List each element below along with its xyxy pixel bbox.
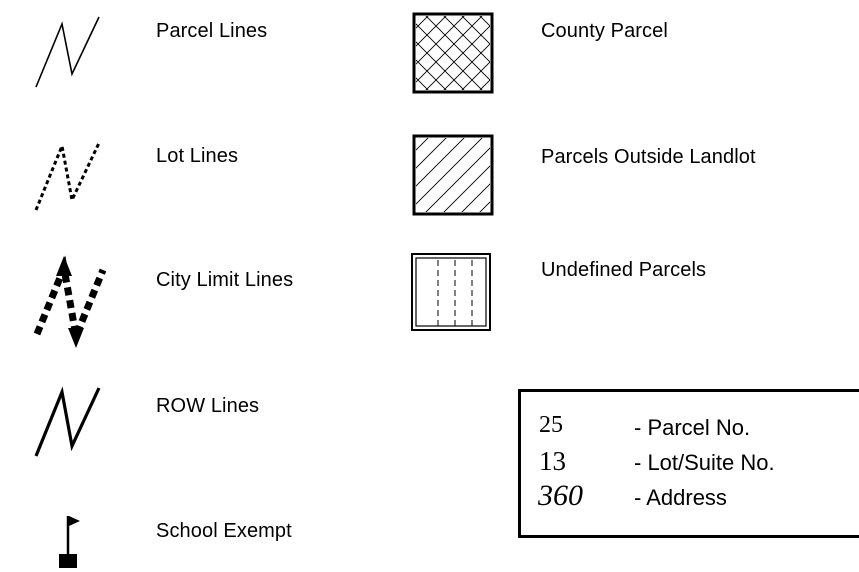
lot-suite-number-description: - Lot/Suite No. [634, 450, 775, 475]
flag-icon [59, 516, 80, 568]
lot-lines-label: Lot Lines [156, 145, 239, 167]
solid-zigzag-line-icon [35, 16, 100, 88]
diagonal-hatch-box-icon [412, 134, 494, 216]
parcel-number-sample: 25 [539, 412, 563, 438]
crosshatch-box-icon [412, 12, 494, 94]
parcel-lines-label: Parcel Lines [156, 20, 268, 42]
undefined-parcels-label: Undefined Parcels [541, 259, 707, 281]
address-sample: 360 [538, 479, 583, 512]
thick-dashed-zigzag-arrow-icon [33, 255, 107, 349]
city-limit-lines-label: City Limit Lines [156, 269, 294, 291]
lot-suite-number-sample: 13 [539, 446, 566, 476]
row-lines-label: ROW Lines [156, 395, 260, 417]
thick-solid-zigzag-line-icon [34, 386, 101, 457]
vertical-dashed-box-icon [411, 253, 491, 331]
dashed-zigzag-line-icon [34, 140, 101, 211]
county-parcel-label: County Parcel [541, 20, 668, 42]
address-description: - Address [634, 485, 727, 510]
parcels-outside-landlot-label: Parcels Outside Landlot [541, 146, 756, 168]
school-exempt-label: School Exempt [156, 520, 292, 542]
parcel-number-description: - Parcel No. [634, 415, 751, 440]
number-key-box: 25 - Parcel No. 13 - Lot/Suite No. 360 -… [518, 389, 859, 538]
